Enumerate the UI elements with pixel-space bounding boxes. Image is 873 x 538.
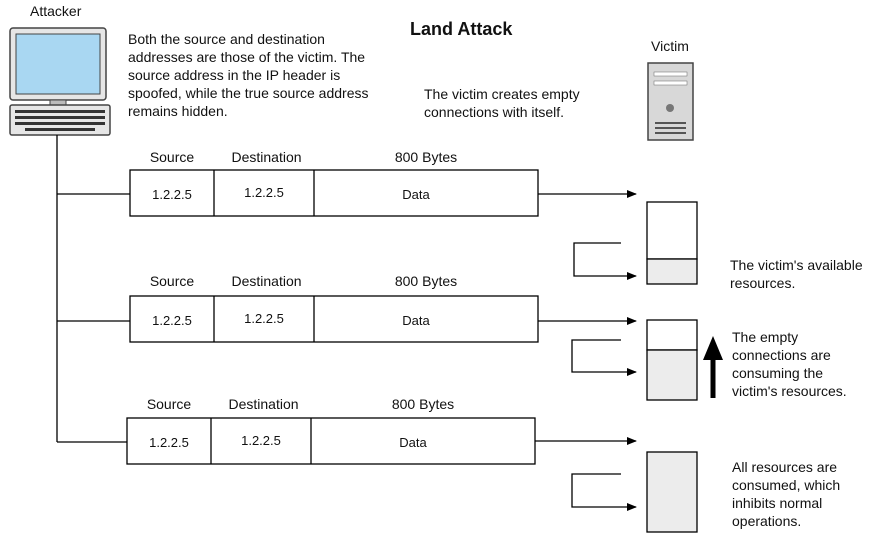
diagram-title: Land Attack (410, 19, 513, 39)
packet-3-box (126, 417, 536, 465)
attacker-note: Both the source and destination addresse… (128, 31, 369, 119)
packet-3-data: Data (399, 435, 427, 450)
packet-1-source-header: Source (149, 149, 195, 165)
stage-1-note: The victim's available resources. (730, 257, 863, 291)
packet-3-source-value: 1.2.2.5 (149, 435, 189, 450)
packet-2-destination-value: 1.2.2.5 (244, 311, 284, 326)
packet-arrows (535, 190, 637, 445)
packet-1-source-value: 1.2.2.5 (152, 187, 192, 202)
packet-1-data: Data (402, 187, 430, 202)
packet-1-destination-value: 1.2.2.5 (244, 185, 284, 200)
packet-1-box (129, 169, 539, 217)
packet-2-box (129, 295, 539, 343)
resource-bar-3 (646, 451, 698, 533)
packet-3-source-header: Source (146, 396, 192, 412)
attacker-computer-icon (9, 27, 111, 136)
packet-2-size-header: 800 Bytes (394, 273, 458, 289)
resource-bar-1 (646, 201, 698, 285)
stage-3-note: All resources are consumed, which inhibi… (732, 459, 841, 529)
self-loop-arrows (571, 242, 637, 511)
victim-note: The victim creates empty connections wit… (424, 86, 580, 120)
packet-3-size-header: 800 Bytes (391, 396, 455, 412)
attacker-label: Attacker (30, 3, 82, 19)
packet-3-destination-header: Destination (228, 396, 299, 412)
attacker-connection-lines (56, 135, 130, 443)
victim-label: Victim (651, 38, 689, 54)
packet-2-source-header: Source (149, 273, 195, 289)
packet-1-size-header: 800 Bytes (394, 149, 458, 165)
stage-2-note: The empty connections are consuming the … (732, 329, 847, 399)
packet-2-data: Data (402, 313, 430, 328)
packet-3-destination-value: 1.2.2.5 (241, 433, 281, 448)
resource-bar-2 (646, 319, 698, 401)
victim-server-icon (647, 62, 694, 141)
packet-2-destination-header: Destination (231, 273, 302, 289)
consumption-up-arrow (703, 336, 723, 398)
packet-2-source-value: 1.2.2.5 (152, 313, 192, 328)
packet-1-destination-header: Destination (231, 149, 302, 165)
